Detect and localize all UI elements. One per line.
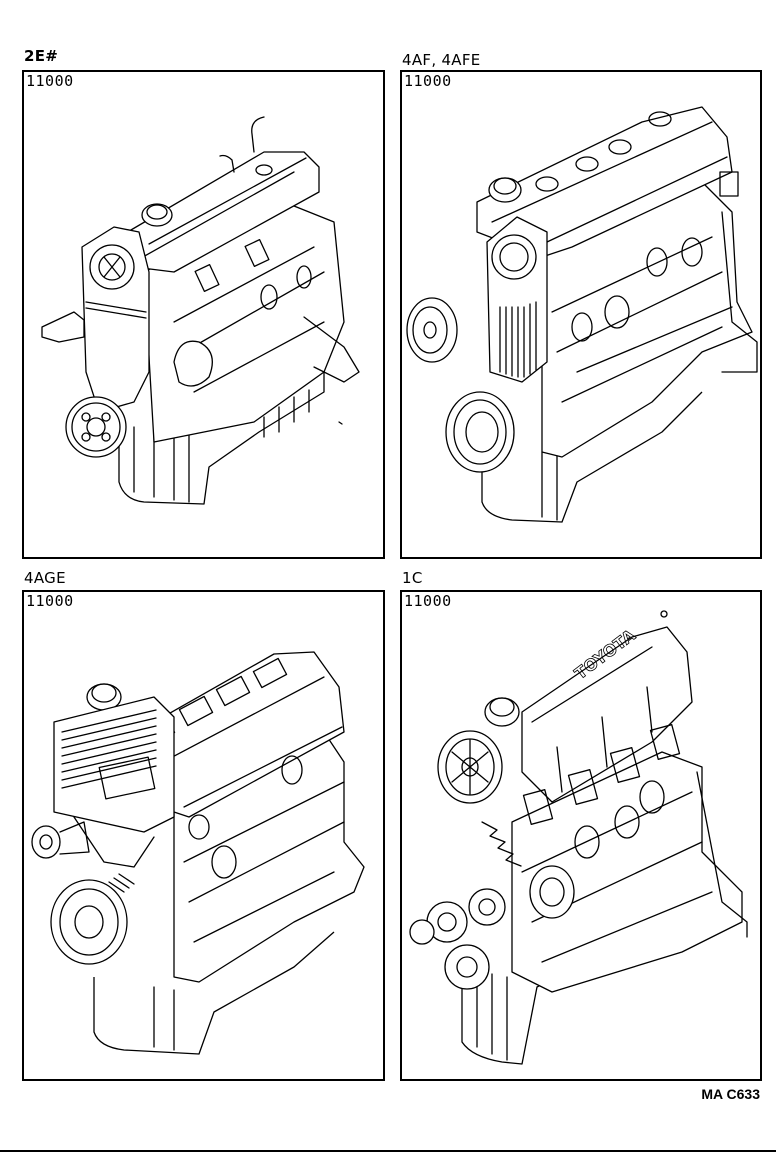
panel-1c[interactable]: 11000 TOYOTA xyxy=(400,590,762,1081)
engine-illustration-1c: TOYOTA xyxy=(402,592,760,1079)
engine-illustration-2e xyxy=(24,72,383,557)
part-number-4af-4afe: 11000 xyxy=(404,72,452,90)
engine-illustration-4age xyxy=(24,592,383,1079)
figure-code: MA C633 xyxy=(701,1086,760,1102)
engine-code-label-4age: 4AGE xyxy=(24,569,66,587)
engine-illustration-4af-4afe xyxy=(402,72,760,557)
panel-4af-4afe[interactable]: 11000 xyxy=(400,70,762,559)
engine-code-label-4af-4afe: 4AF, 4AFE xyxy=(402,51,481,69)
part-number-2e: 11000 xyxy=(26,72,74,90)
engine-code-label-2e: 2E# xyxy=(24,47,59,65)
panel-2e[interactable]: 11000 xyxy=(22,70,385,559)
part-number-4age: 11000 xyxy=(26,592,74,610)
panel-4age[interactable]: 11000 xyxy=(22,590,385,1081)
part-number-1c: 11000 xyxy=(404,592,452,610)
engine-code-label-1c: 1C xyxy=(402,569,423,587)
footer-divider xyxy=(0,1150,776,1152)
